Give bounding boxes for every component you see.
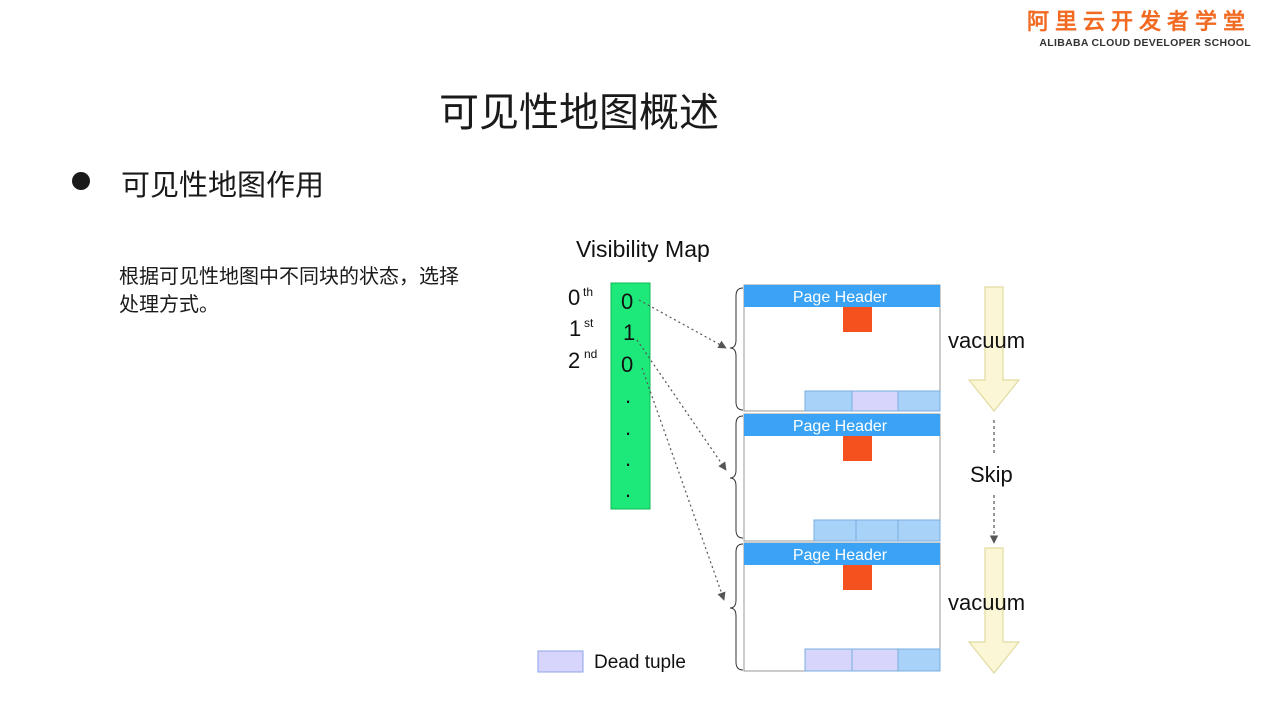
tuple-cell xyxy=(813,519,857,542)
header-marker xyxy=(843,436,872,461)
row-suffix: th xyxy=(583,285,593,299)
dead-tuple-cell xyxy=(851,390,899,412)
action-label-vacuum-2: vacuum xyxy=(948,590,1025,615)
row-suffix: nd xyxy=(584,347,597,361)
header-marker xyxy=(843,307,872,332)
row-index: 0 xyxy=(568,285,580,310)
tuple-cell xyxy=(897,390,941,412)
logo-english-text: ALIBABA CLOUD DEVELOPER SCHOOL xyxy=(1039,37,1251,49)
description-text: 根据可见性地图中不同块的状态，选择处理方式。 xyxy=(119,264,459,316)
tuple-cell xyxy=(897,648,941,672)
row-suffix: st xyxy=(584,316,594,330)
map-ellipsis-dot: . xyxy=(625,383,631,408)
pointer-arrow-1 xyxy=(636,339,727,471)
dead-tuple-cell xyxy=(851,648,899,672)
map-ellipsis-dot: . xyxy=(625,415,631,440)
vacuum-arrow-2 xyxy=(967,547,1021,674)
pointer-arrow-0 xyxy=(638,299,727,349)
slide-title: 可见性地图概述 xyxy=(439,90,719,136)
pointer-arrow-2 xyxy=(641,367,726,601)
heap-page-1: Page Header xyxy=(743,413,941,542)
row-index: 2 xyxy=(568,348,580,373)
heap-page-0: Page Header xyxy=(743,284,941,412)
bullet-heading: 可见性地图作用 xyxy=(121,168,325,202)
row-label-2: 2 nd xyxy=(568,347,597,373)
row-label-0: 0 th xyxy=(568,285,593,310)
logo-chinese-text: 阿里云开发者学堂 xyxy=(1026,10,1251,35)
heap-page-2: Page Header xyxy=(743,542,941,672)
page-header-bar xyxy=(744,285,940,307)
page-header-bar xyxy=(744,414,940,436)
action-label-skip: Skip xyxy=(970,462,1013,487)
brace-page-1 xyxy=(729,415,744,539)
page-header-bar xyxy=(744,543,940,565)
map-bit-2: 0 xyxy=(621,352,633,377)
map-bit-0: 0 xyxy=(621,289,633,314)
row-index: 1 xyxy=(569,316,581,341)
header-marker xyxy=(843,565,872,590)
action-label-vacuum-1: vacuum xyxy=(948,328,1025,353)
visibility-map-column xyxy=(610,282,651,510)
tuple-cell xyxy=(897,519,941,542)
legend-swatch-dead-tuple xyxy=(537,650,584,673)
vacuum-arrow-1 xyxy=(967,286,1021,412)
row-label-1: 1 st xyxy=(569,316,594,341)
brand-logo: 阿里云开发者学堂 ALIBABA CLOUD DEVELOPER SCHOOL xyxy=(1027,10,1251,50)
diagram-title: Visibility Map xyxy=(576,236,710,262)
tuple-cell xyxy=(855,519,899,542)
legend-label: Dead tuple xyxy=(594,652,686,673)
brace-page-2 xyxy=(729,543,744,671)
page-header-label: Page Header xyxy=(793,418,888,435)
brace-page-0 xyxy=(729,287,744,411)
map-ellipsis-dot: . xyxy=(625,446,631,471)
tuple-cell xyxy=(804,390,853,412)
map-ellipsis-dot: . xyxy=(625,477,631,502)
page-header-label: Page Header xyxy=(793,289,888,306)
page-header-label: Page Header xyxy=(793,547,888,564)
map-bit-1: 1 xyxy=(623,320,635,345)
dead-tuple-cell xyxy=(804,648,853,672)
bullet-dot-icon xyxy=(72,172,90,190)
